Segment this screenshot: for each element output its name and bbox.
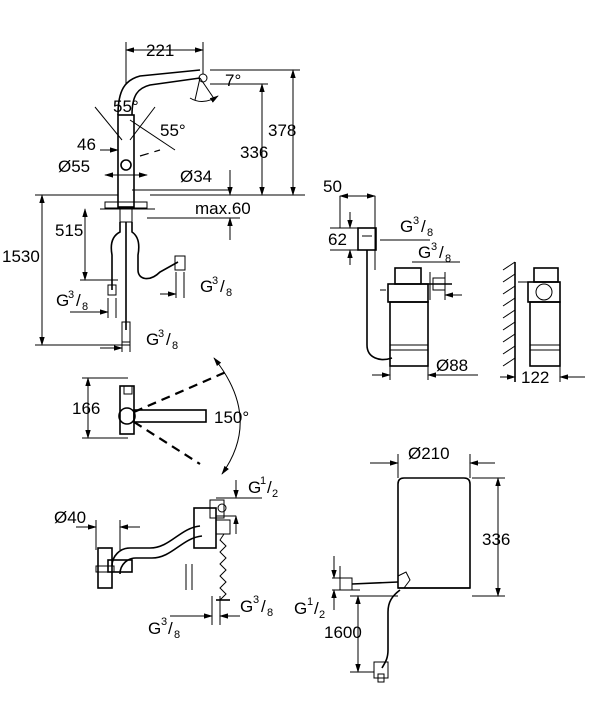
svg-text:G: G [294,599,307,618]
spout-outline [117,69,201,116]
svg-text:/: / [220,277,225,296]
svg-text:/: / [76,291,81,310]
dim-base-diameter: Ø55 [58,157,90,176]
valve-dim-trap: Ø40 [54,508,86,527]
svg-text:8: 8 [427,227,433,239]
filter-dim-width: 50 [323,177,342,196]
top-dim-depth: 166 [72,399,100,418]
spout-top [133,409,207,423]
svg-text:/: / [261,597,266,616]
svg-text:/: / [314,599,319,618]
dim-lever-offset: 46 [77,135,96,154]
svg-text:3: 3 [431,241,437,253]
svg-text:/: / [267,478,272,497]
svg-text:8: 8 [174,629,180,641]
hose-right [131,222,179,280]
svg-text:3: 3 [413,215,419,227]
svg-text:G: G [146,330,159,349]
svg-text:/: / [439,243,444,262]
dim-height-total: 378 [268,121,296,140]
filter-dim-wall: 122 [521,368,549,387]
svg-text:G: G [418,243,431,262]
valve-detail: Ø40 G 1 / 2 G 3 / 8 G 3 / 8 [54,475,278,641]
dim-hose-length: 1530 [2,247,40,266]
svg-text:8: 8 [82,301,88,313]
connection-label-c: G 3 / 8 [146,328,178,352]
svg-text:8: 8 [172,340,178,352]
top-dim-angle: 150° [214,408,249,427]
svg-text:8: 8 [267,607,273,619]
valve-connection-right: G 3 / 8 [240,594,273,619]
svg-text:2: 2 [272,488,278,500]
connection-label-a: G 3 / 8 [56,289,88,313]
filter-cartridge-side [529,301,561,367]
faucet-body [117,114,135,208]
boiler-connection: G 1 / 2 [294,596,325,621]
boiler-dim-cable: 1600 [324,623,362,642]
mount-shank [119,207,133,223]
svg-text:G: G [240,597,253,616]
svg-text:G: G [248,478,261,497]
lever-hub [120,159,132,171]
valve-connection-left: G 3 / 8 [148,616,180,641]
dim-angle-lever: 55° [160,121,186,140]
boiler-cable [381,589,401,669]
svg-text:/: / [166,330,171,349]
svg-text:2: 2 [319,609,325,621]
trap-body [97,547,113,589]
filter-unit: 50 62 G 3 / 8 G 3 / 8 Ø88 [323,177,585,387]
dim-angle-spout: 7° [225,71,241,90]
spout-inner [131,77,201,116]
trap-hose [111,525,201,567]
svg-text:8: 8 [445,253,451,265]
valve-body [193,507,217,549]
boiler-tank [397,477,471,589]
filter-hose [366,250,393,361]
svg-text:G: G [200,277,213,296]
svg-text:/: / [421,217,426,236]
swivel-line-top [133,370,227,414]
filter-dim-height: 62 [328,230,347,249]
faucet-top-view: 150° 166 [72,357,249,475]
valve-connection-top: G 1 / 2 [248,475,278,500]
svg-text:3: 3 [161,616,167,628]
svg-text:3: 3 [253,594,259,606]
filter-cartridge [389,301,429,367]
dim-hole-diameter: Ø34 [180,167,212,186]
boiler-dim-height: 336 [482,530,510,549]
dim-height-body: 336 [240,143,268,162]
connection-label-b: G 3 / 8 [200,275,232,299]
dim-angle-top: 55° [113,97,139,116]
faucet-side-view: 221 7° 55° 55° 378 336 46 Ø55 Ø34 max.60 [2,41,305,352]
swivel-line-bottom [133,421,201,465]
dim-hose-short: 515 [55,221,83,240]
boiler-dim-diameter: Ø210 [408,444,450,463]
boiler: Ø210 336 G 1 / 2 1600 [294,444,510,683]
svg-text:1: 1 [307,596,313,608]
filter-head-small [357,227,377,251]
filter-connection-mid: G 3 / 8 [418,241,451,265]
svg-text:G: G [400,217,413,236]
svg-text:/: / [168,619,173,638]
filter-dim-diameter: Ø88 [436,356,468,375]
svg-text:3: 3 [212,275,218,287]
boiler-pipe [351,581,399,585]
svg-text:3: 3 [158,328,164,340]
svg-text:3: 3 [68,289,74,301]
dim-width: 221 [146,41,174,60]
svg-text:1: 1 [260,475,266,487]
svg-text:G: G [148,619,161,638]
svg-text:G: G [56,291,69,310]
svg-text:8: 8 [226,287,232,299]
hose-left [110,222,121,290]
filter-connection-top: G 3 / 8 [400,215,433,239]
dim-deck-max: max.60 [195,199,251,218]
valve-hose [219,533,227,601]
